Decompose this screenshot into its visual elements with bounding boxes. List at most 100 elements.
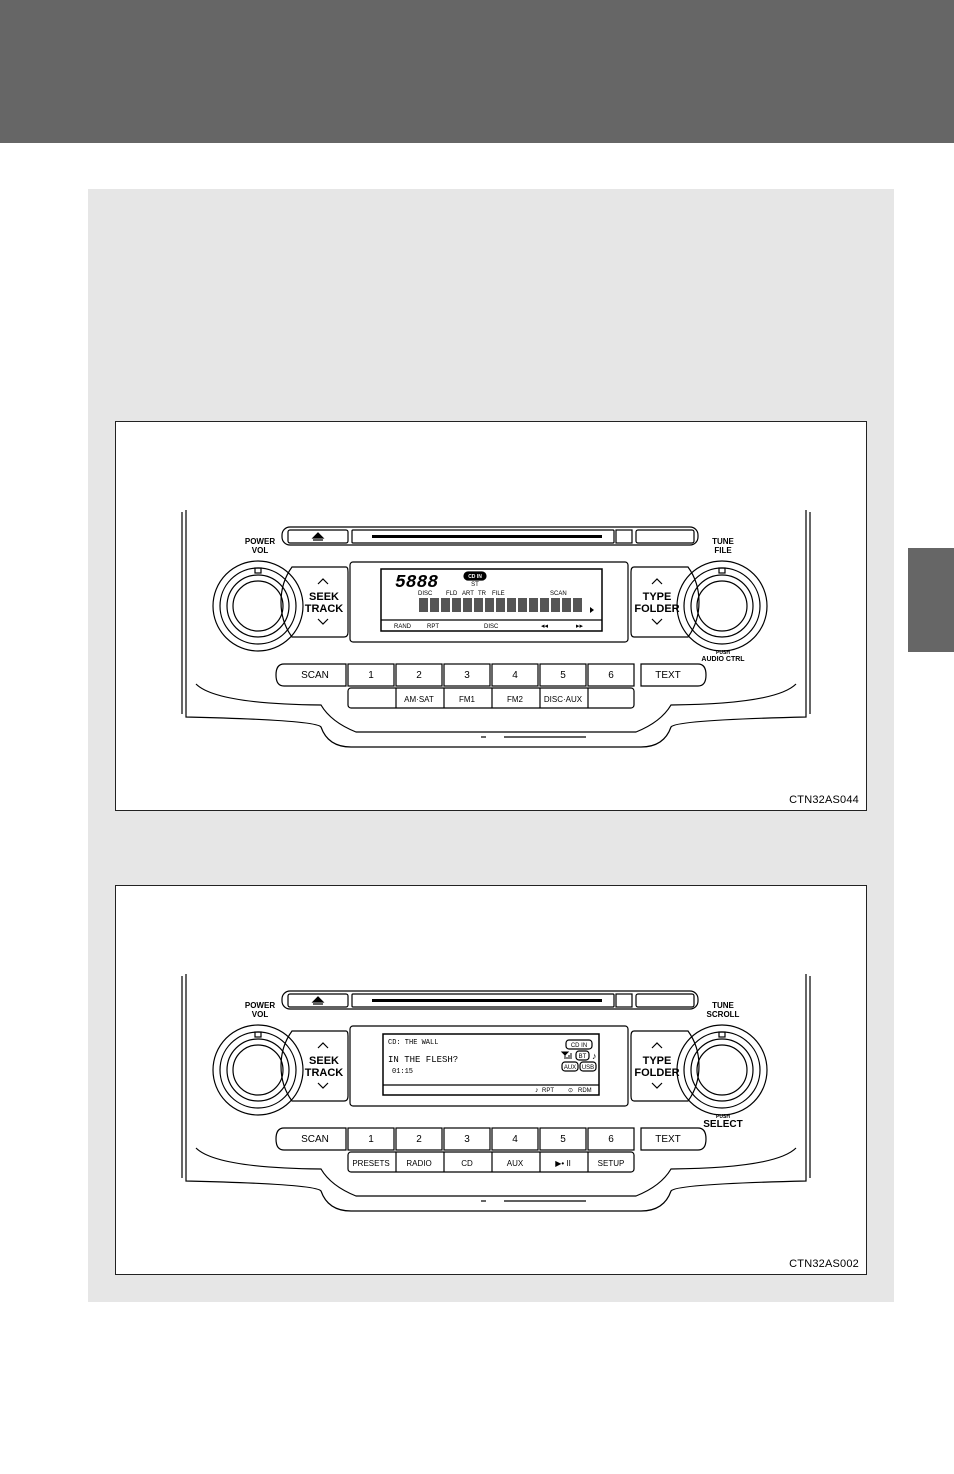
st-indicator: ST (471, 582, 479, 588)
figure-code: CTN32AS002 (789, 1258, 859, 1270)
segment-display (419, 598, 594, 613)
preset-4-number[interactable]: 4 (512, 670, 518, 681)
cd-in-badge: CD IN (468, 574, 482, 580)
display-line-2: IN THE FLESH? (388, 1055, 458, 1065)
preset-3-number[interactable]: 3 (464, 670, 470, 681)
aux-badge: AUX (564, 1065, 576, 1071)
presets-label: PRESETS (352, 1159, 389, 1168)
preset-button-1 (347, 663, 395, 687)
power-volume-knob (212, 1024, 304, 1116)
faceplate-outline (185, 974, 807, 1212)
tune-label: TUNE (712, 1001, 734, 1010)
type-folder-button (630, 566, 700, 638)
text-button-label[interactable]: TEXT (655, 1134, 681, 1145)
figure-code: CTN32AS044 (789, 794, 859, 806)
cd-label: CD (461, 1159, 473, 1168)
rand-softkey: RAND (394, 624, 412, 630)
fm2-label: FM2 (507, 695, 524, 704)
preset-3-number[interactable]: 3 (464, 1134, 470, 1145)
disc-aux-label: DISC·AUX (544, 695, 583, 704)
vol-label: VOL (252, 546, 269, 555)
rdm-softkey: RDM (578, 1088, 592, 1094)
rpt-softkey: RPT (427, 624, 439, 630)
push-label: PUSH (716, 650, 730, 656)
type-label: TYPE (643, 591, 672, 603)
tune-file-knob (676, 560, 768, 652)
seek-label: SEEK (309, 591, 339, 603)
rpt-softkey: RPT (542, 1088, 554, 1094)
scan-indicator: SCAN (550, 591, 567, 597)
preset-button-3 (443, 663, 491, 687)
select-label: SELECT (703, 1119, 742, 1130)
type-label: TYPE (643, 1055, 672, 1067)
signal-icon (560, 1051, 572, 1059)
folder-label: FOLDER (634, 603, 679, 615)
preset-5-number[interactable]: 5 (560, 1134, 566, 1145)
note-icon: ♪ (535, 1087, 539, 1094)
bt-badge: BT (579, 1054, 587, 1060)
vol-label: VOL (252, 1010, 269, 1019)
preset-4-number[interactable]: 4 (512, 1134, 518, 1145)
forward-softkey: ▸▸ (576, 623, 584, 630)
preset-button-2 (395, 663, 443, 687)
folder-label: FOLDER (634, 1067, 679, 1079)
seek-label: SEEK (309, 1055, 339, 1067)
preset-1-number[interactable]: 1 (368, 670, 374, 681)
text-button (640, 1127, 707, 1151)
file-label: FILE (714, 546, 732, 555)
preset-6-number[interactable]: 6 (608, 1134, 614, 1145)
push-label: PUSH (716, 1114, 730, 1120)
preset-button-6 (587, 1127, 635, 1151)
lcd-display (380, 568, 603, 632)
preset-button-5 (539, 1127, 587, 1151)
preset-button-5 (539, 663, 587, 687)
preset-1-number[interactable]: 1 (368, 1134, 374, 1145)
preset-5-number[interactable]: 5 (560, 670, 566, 681)
scroll-label: SCROLL (707, 1010, 740, 1019)
tune-scroll-knob (676, 1024, 768, 1116)
cd-in-badge: CD IN (571, 1043, 587, 1049)
seek-track-button (280, 1030, 349, 1102)
radio-label: RADIO (406, 1159, 431, 1168)
text-button-label[interactable]: TEXT (655, 670, 681, 681)
disc-number-readout: 5888 (395, 573, 438, 593)
type-folder-button (630, 1030, 700, 1102)
power-label: POWER (245, 537, 275, 546)
header-bar (0, 0, 954, 143)
display-line-1: CD: THE WALL (388, 1039, 438, 1047)
preset-button-2 (395, 1127, 443, 1151)
preset-2-number[interactable]: 2 (416, 670, 422, 681)
seek-track-button (280, 566, 349, 638)
preset-button-4 (491, 1127, 539, 1151)
scan-button (275, 1127, 347, 1151)
figure-audio-unit-2: POWER VOL TUNE SCROLL PUSH SELECT SEEK T… (115, 885, 867, 1275)
music-note-icon: ♪ (592, 1051, 597, 1061)
tr-indicator: TR (478, 591, 487, 597)
cd-slot-bar (281, 526, 699, 546)
aux-label: AUX (507, 1159, 524, 1168)
disc-softkey: DISC (484, 624, 499, 630)
figure-audio-unit-1: POWER VOL TUNE FILE PUSH AUDIO CTRL SEEK… (115, 421, 867, 811)
scan-button-label[interactable]: SCAN (301, 670, 329, 681)
preset-2-number[interactable]: 2 (416, 1134, 422, 1145)
fm1-label: FM1 (459, 695, 476, 704)
power-volume-knob (212, 560, 304, 652)
preset-button-6 (587, 663, 635, 687)
section-tab (908, 548, 954, 652)
eject-icon (311, 532, 325, 541)
power-label: POWER (245, 1001, 275, 1010)
faceplate-outline (185, 510, 807, 748)
rewind-softkey: ◂◂ (541, 623, 549, 630)
play-pause-label: ▶• II (555, 1159, 571, 1168)
preset-6-number[interactable]: 6 (608, 670, 614, 681)
file-indicator: FILE (492, 591, 505, 597)
fld-indicator: FLD (446, 591, 458, 597)
am-sat-label: AM·SAT (404, 695, 434, 704)
scan-button-label[interactable]: SCAN (301, 1134, 329, 1145)
eject-button (287, 529, 349, 544)
art-indicator: ART (462, 591, 474, 597)
rdm-icon: ⊙ (568, 1088, 573, 1094)
audio-ctrl-label: AUDIO CTRL (701, 656, 745, 663)
preset-button-4 (491, 663, 539, 687)
track-label: TRACK (305, 603, 344, 615)
